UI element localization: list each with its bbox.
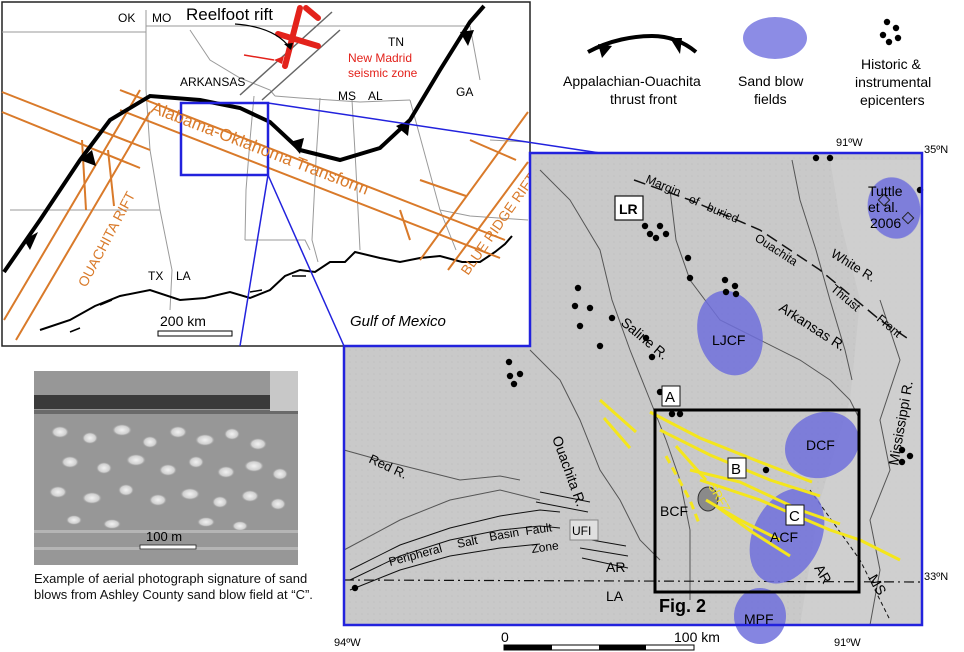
label-ufi: UFI bbox=[572, 524, 591, 538]
fig2-box bbox=[653, 408, 861, 594]
label-tuttle-year: 2006 bbox=[870, 215, 901, 231]
sand-field-mpf bbox=[734, 588, 786, 644]
legend-sand-blow-symbol bbox=[743, 17, 807, 59]
photo-scale-bar bbox=[139, 544, 197, 550]
legend-epicenter-symbol bbox=[879, 18, 902, 46]
label-et-al: et al. bbox=[868, 199, 898, 215]
site-c: C bbox=[785, 504, 805, 526]
main-scale-100km: 100 km bbox=[674, 629, 720, 645]
sand-field-dcf bbox=[785, 411, 859, 479]
coord-91w-bottom: 91ºW bbox=[834, 637, 861, 649]
main-scale-bar: 0 100 km bbox=[501, 629, 720, 651]
saline-river-fault-zone bbox=[599, 398, 901, 562]
label-salt: Salt bbox=[456, 533, 480, 551]
label-reelfoot-rift: Reelfoot rift bbox=[186, 5, 273, 24]
site-a: A bbox=[661, 385, 681, 407]
study-area-box bbox=[179, 101, 270, 177]
sand-field-ljcf bbox=[697, 290, 763, 376]
aerial-photo: 100 m bbox=[34, 371, 298, 565]
main-map-frame bbox=[342, 151, 924, 627]
label-gulf-of-mexico: Gulf of Mexico bbox=[350, 313, 446, 330]
legend: Appalachian-Ouachita thrust front Sand b… bbox=[563, 17, 931, 108]
legend-epicenter-label-1: Historic & bbox=[861, 56, 922, 72]
label-tn: TN bbox=[388, 35, 404, 49]
label-zone: Zone bbox=[530, 538, 559, 556]
lr-box bbox=[614, 195, 644, 221]
photo-scale-label: 100 m bbox=[146, 529, 182, 544]
svg-text:C: C bbox=[789, 508, 800, 525]
label-new-madrid: New Madrid bbox=[348, 51, 412, 65]
legend-epicenter-label-3: epicenters bbox=[860, 92, 925, 108]
coord-33n: 33ºN bbox=[924, 571, 948, 583]
label-basin: Basin bbox=[488, 525, 520, 544]
legend-epicenter-label-2: instrumental bbox=[855, 74, 931, 90]
label-lr: LR bbox=[619, 201, 638, 217]
peripheral-fault-zone bbox=[349, 491, 629, 591]
ouachita-rift bbox=[1, 89, 151, 341]
label-arkansas: ARKANSAS bbox=[180, 75, 245, 89]
state-boundaries bbox=[2, 10, 529, 311]
state-line-ar-la bbox=[343, 579, 923, 583]
label-fault: Fault bbox=[524, 520, 553, 538]
label-tuttle: Tuttle bbox=[868, 183, 903, 199]
legend-thrust-label-1: Appalachian-Ouachita bbox=[563, 73, 701, 89]
gulf-coastline bbox=[39, 235, 513, 331]
legend-sand-label-1: Sand blow bbox=[738, 73, 804, 89]
coastal-islands bbox=[69, 275, 306, 333]
inset-map: OK MO TN ARKANSAS MS AL GA TX LA Reelfoo… bbox=[1, 1, 601, 347]
label-mo: MO bbox=[152, 11, 171, 25]
label-dcf: DCF bbox=[806, 437, 835, 453]
svg-text:A: A bbox=[665, 389, 675, 406]
site-b: B bbox=[727, 457, 747, 479]
main-map: LR UFI Margin of buried Ouachita Thrust … bbox=[239, 137, 948, 651]
sand-blow-spots bbox=[49, 424, 288, 531]
new-madrid-seismic-zone bbox=[275, 5, 321, 69]
blue-ridge-rift bbox=[419, 111, 529, 271]
label-la-main: LA bbox=[606, 588, 624, 604]
ufi-box bbox=[569, 519, 599, 541]
photo-caption: Example of aerial photograph signature o… bbox=[34, 571, 313, 602]
label-ok: OK bbox=[118, 11, 135, 25]
legend-thrust-symbol bbox=[587, 33, 698, 58]
coord-35n: 35ºN bbox=[924, 144, 948, 156]
label-ar: AR bbox=[606, 559, 625, 575]
label-acf: ACF bbox=[770, 529, 798, 545]
label-seismic-zone: seismic zone bbox=[348, 66, 418, 80]
inset-scale-label: 200 km bbox=[160, 313, 206, 329]
label-ljcf: LJCF bbox=[712, 332, 745, 348]
label-la: LA bbox=[176, 269, 191, 283]
inset-scale-bar: 200 km bbox=[157, 313, 233, 337]
inset-thrust-front bbox=[2, 4, 486, 274]
label-bcf: BCF bbox=[660, 503, 688, 519]
label-fig2: Fig. 2 bbox=[659, 596, 706, 616]
label-ga: GA bbox=[456, 85, 473, 99]
legend-sand-label-2: fields bbox=[754, 91, 787, 107]
seismic-pointer bbox=[243, 54, 275, 61]
coord-94w: 94ºW bbox=[334, 637, 361, 649]
coord-91w-top: 91ºW bbox=[836, 137, 863, 149]
tuttle-sites bbox=[877, 193, 915, 225]
label-ms: MS bbox=[338, 89, 356, 103]
buried-thrust-margin bbox=[633, 179, 911, 341]
svg-text:B: B bbox=[731, 461, 741, 478]
epicenters bbox=[351, 154, 924, 592]
legend-thrust-label-2: thrust front bbox=[610, 91, 677, 107]
label-mpf: MPF bbox=[744, 611, 774, 627]
label-tx: TX bbox=[148, 269, 163, 283]
alabama-oklahoma-transform bbox=[119, 89, 506, 259]
label-al: AL bbox=[368, 89, 383, 103]
main-scale-zero: 0 bbox=[501, 629, 509, 645]
